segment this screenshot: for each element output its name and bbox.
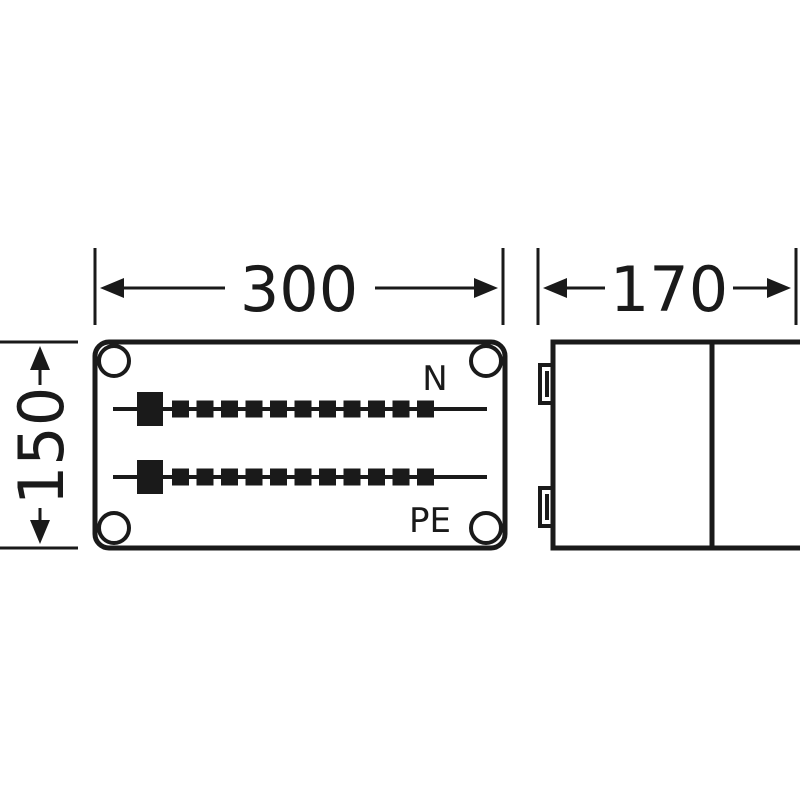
main-terminal-block — [137, 460, 163, 494]
width-arrow-left-icon — [100, 278, 124, 298]
enclosure-side-view — [538, 339, 800, 551]
terminal-block — [172, 468, 189, 486]
terminal-block — [270, 468, 287, 486]
hinge-icon — [538, 363, 553, 405]
width-arrow-right-icon — [474, 278, 498, 298]
terminal-block — [392, 400, 410, 418]
terminal-block — [343, 400, 361, 418]
neutral-terminal-bar — [113, 392, 487, 426]
terminal-block — [221, 468, 238, 486]
height-dimension-value: 150 — [5, 387, 78, 505]
depth-arrow-left-icon — [543, 278, 567, 298]
terminal-block — [319, 400, 336, 418]
depth-dimension-value: 170 — [610, 253, 728, 326]
terminal-block — [368, 400, 385, 418]
terminal-block — [245, 468, 263, 486]
terminal-block — [417, 468, 434, 486]
pe-label: PE — [409, 501, 451, 541]
terminal-block — [417, 400, 434, 418]
enclosure-front-view: N PE — [92, 339, 508, 551]
width-dimension-value: 300 — [240, 253, 358, 326]
terminal-block — [245, 400, 263, 418]
height-arrow-down-icon — [30, 520, 50, 544]
depth-dimension: 170 — [536, 248, 798, 326]
terminal-block — [221, 400, 238, 418]
terminal-block — [172, 400, 189, 418]
mounting-hole-icon — [97, 344, 131, 378]
neutral-label: N — [422, 359, 447, 399]
terminal-block — [294, 468, 312, 486]
mounting-hole-icon — [469, 511, 503, 545]
terminal-block — [368, 468, 385, 486]
mounting-hole-icon — [469, 344, 503, 378]
enclosure-front-outline — [92, 339, 508, 551]
terminal-block — [270, 400, 287, 418]
mounting-hole-icon — [97, 511, 131, 545]
terminal-block — [294, 400, 312, 418]
terminal-block — [196, 468, 214, 486]
height-dimension: 150 — [0, 340, 78, 550]
hinge-icon — [538, 486, 553, 528]
width-dimension: 300 — [93, 248, 505, 326]
pe-terminal-bar — [113, 460, 487, 494]
main-terminal-block — [137, 392, 163, 426]
terminal-block — [392, 468, 410, 486]
terminal-block — [319, 468, 336, 486]
height-arrow-up-icon — [30, 346, 50, 370]
depth-arrow-right-icon — [767, 278, 791, 298]
enclosure-side-outline — [550, 339, 800, 551]
terminal-block — [196, 400, 214, 418]
terminal-block — [343, 468, 361, 486]
